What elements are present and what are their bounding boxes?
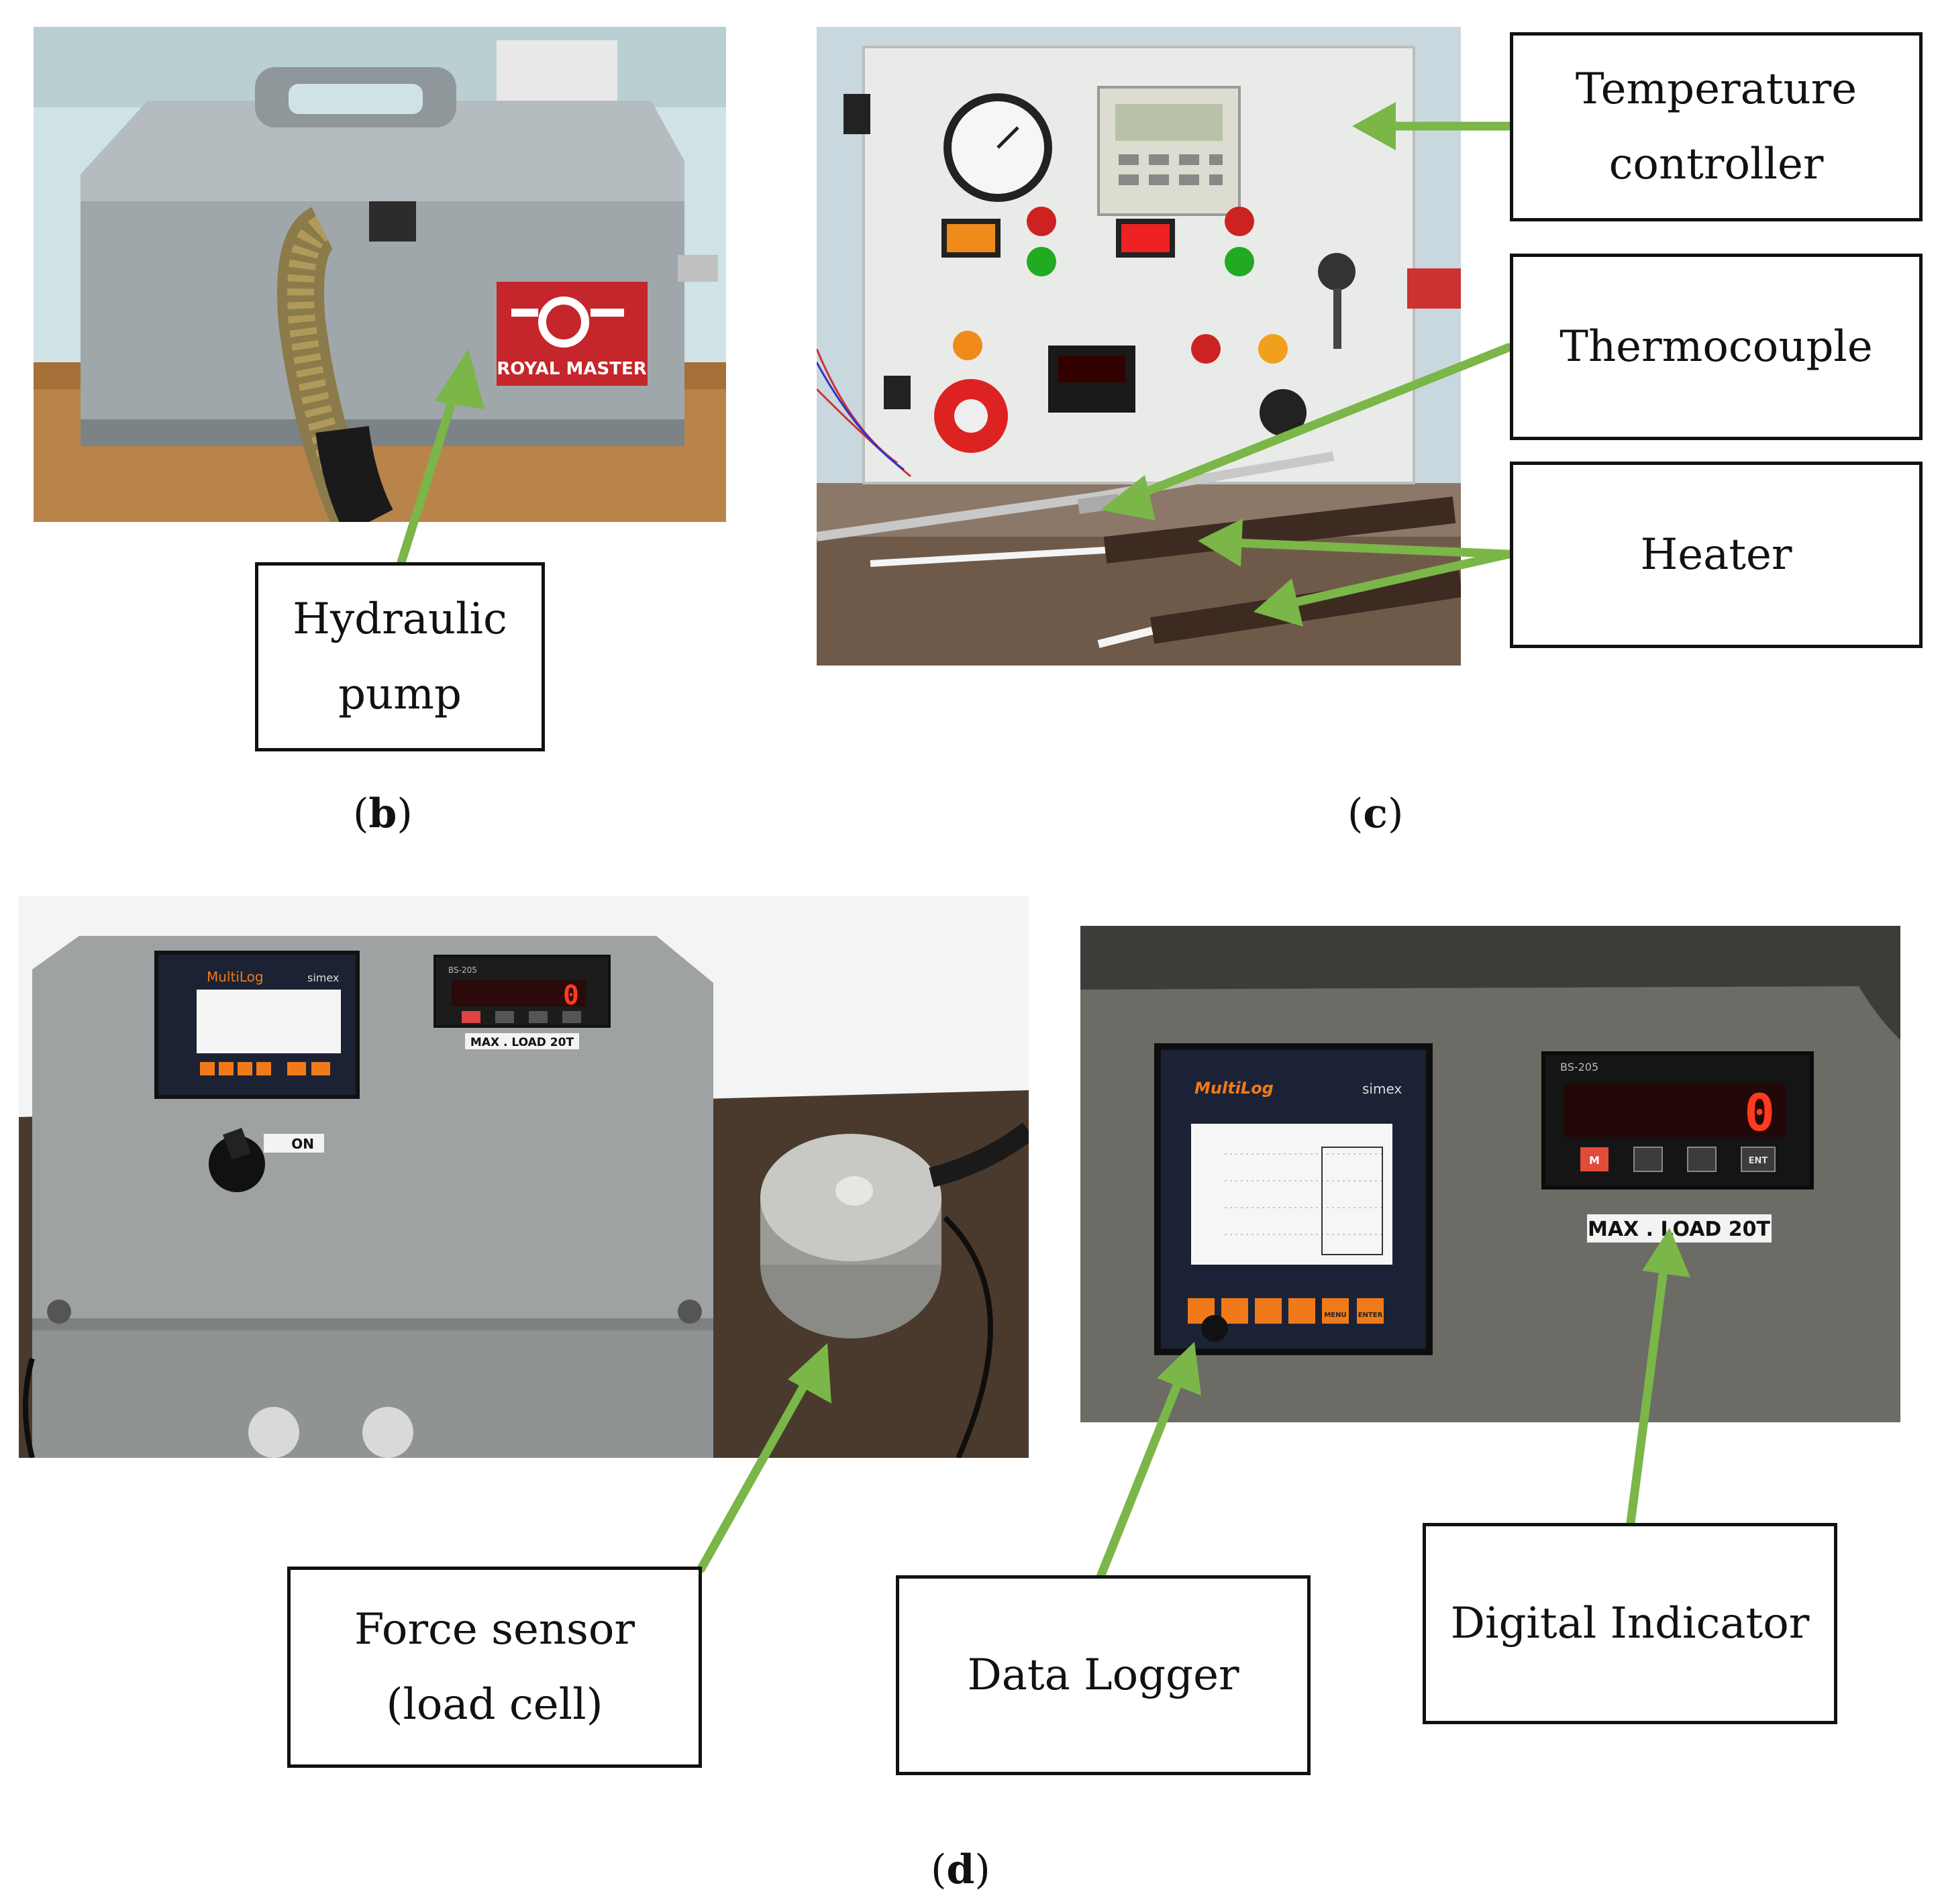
ent-button-text: ENT [1749, 1156, 1768, 1166]
multilog-text: MultiLog [1194, 1079, 1274, 1098]
label-data-logger-text: Data Logger [967, 1650, 1239, 1700]
model-text: BS-205 [1560, 1061, 1598, 1073]
temperature-controller-photo [817, 27, 1461, 666]
m-button-text: M [1589, 1154, 1600, 1167]
simex-text: simex [1362, 1081, 1402, 1097]
label-temperature-controller-line1: Temperature [1575, 64, 1857, 114]
caption-d-letter: d [946, 1846, 975, 1893]
label-hydraulic-pump-line1: Hydraulic [293, 594, 507, 644]
reading-left: 0 [563, 980, 579, 1011]
on-label-left: ON [291, 1136, 314, 1152]
label-temperature-controller-line2: controller [1608, 140, 1824, 189]
caption-panel-c: (c) [1347, 790, 1404, 837]
label-temperature-controller: Temperature controller [1510, 32, 1923, 221]
label-force-sensor-line2: (load cell) [386, 1680, 603, 1730]
label-digital-indicator-text: Digital Indicator [1450, 1599, 1810, 1648]
label-data-logger: Data Logger [896, 1575, 1311, 1775]
menu-button-text: MENU [1324, 1312, 1346, 1319]
label-thermocouple-text: Thermocouple [1560, 322, 1873, 372]
label-thermocouple: Thermocouple [1510, 254, 1923, 440]
label-force-sensor: Force sensor (load cell) [287, 1567, 702, 1768]
max-load-left: MAX . LOAD 20T [470, 1036, 574, 1049]
multilog-text-left: MultiLog [207, 969, 264, 985]
hydraulic-pump-photo: ROYAL MASTER [34, 27, 726, 522]
caption-c-letter: c [1363, 790, 1388, 837]
label-hydraulic-pump-line2: pump [338, 670, 462, 719]
max-load-label: MAX . LOAD 20T [1588, 1218, 1771, 1241]
pump-brand-text: ROYAL MASTER [497, 359, 647, 379]
indicator-reading: 0 [1744, 1083, 1775, 1143]
caption-panel-d: (d) [931, 1846, 990, 1893]
label-heater: Heater [1510, 462, 1923, 648]
label-digital-indicator: Digital Indicator [1423, 1523, 1837, 1724]
caption-b-letter: b [368, 790, 397, 837]
caption-panel-b: (b) [353, 790, 413, 837]
model-text-left: BS-205 [448, 965, 477, 975]
label-force-sensor-line1: Force sensor [354, 1605, 635, 1654]
force-sensor-photo: MultiLog simex BS-205 0 MAX . LOAD 20T O… [19, 896, 1029, 1458]
label-heater-text: Heater [1640, 530, 1792, 580]
enter-button-text: ENTER [1358, 1312, 1383, 1319]
simex-text-left: simex [307, 971, 339, 984]
data-logger-indicator-photo: MultiLog simex MENU ENTER BS-205 0 M ENT… [1080, 926, 1900, 1422]
label-hydraulic-pump: Hydraulic pump [255, 562, 545, 751]
